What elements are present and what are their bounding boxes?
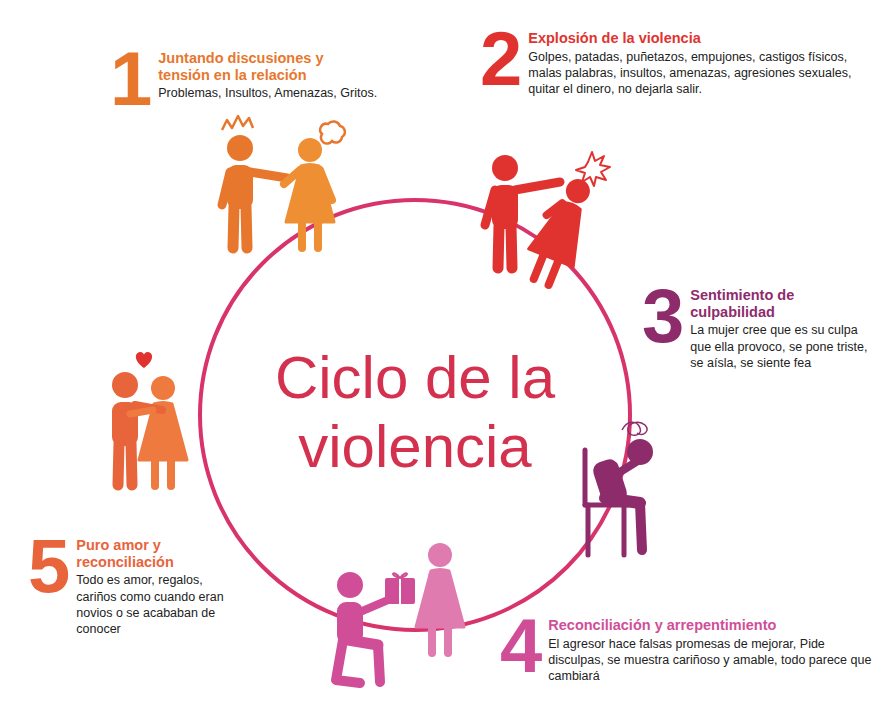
limb <box>444 627 452 653</box>
stage-text: Sentimiento de culpabilidadLa mujer cree… <box>690 285 882 371</box>
limb <box>515 182 560 190</box>
limb <box>250 172 287 178</box>
limb <box>298 222 306 248</box>
head <box>337 572 363 598</box>
limb <box>583 450 588 505</box>
limb <box>428 627 436 653</box>
stage-block: 1Juntando discusiones y tensión en la re… <box>110 48 378 110</box>
stage-body: Todo es amor, regalos, cariños como cuan… <box>76 572 228 637</box>
diagram-title: Ciclo de la violencia <box>250 343 580 481</box>
limb <box>233 206 234 248</box>
kneeling-apology <box>336 543 464 683</box>
stage-body: Problemas, Insultos, Amenazas, Gritos. <box>158 85 378 101</box>
head <box>627 439 653 465</box>
stage-block: 5Puro amor y reconciliaciónTodo es amor,… <box>28 535 228 637</box>
limb <box>378 645 380 682</box>
stage-number: 3 <box>642 285 684 347</box>
dress <box>529 196 595 267</box>
limb <box>620 462 636 472</box>
head <box>227 135 253 161</box>
dress <box>416 570 464 628</box>
anger-cloud <box>320 121 345 143</box>
limb <box>118 443 119 485</box>
hugging-couple <box>112 352 187 486</box>
stage-body: Golpes, patadas, puñetazos, empujones, c… <box>528 49 880 98</box>
stage-body: La mujer cree que es su culpa que ella p… <box>690 322 882 371</box>
limb <box>314 222 322 248</box>
sitting-figure <box>585 422 653 555</box>
head <box>428 543 452 567</box>
limb <box>360 600 388 612</box>
stage-text: Puro amor y reconciliaciónTodo es amor, … <box>76 535 228 637</box>
stage-number: 2 <box>480 28 522 90</box>
stage-body: El agresor hace falsas promesas de mejor… <box>548 636 880 685</box>
stage-heading: Puro amor y reconciliación <box>76 537 228 570</box>
limb <box>336 640 360 683</box>
limb <box>534 255 544 279</box>
stage-text: Juntando discusiones y tensión en la rel… <box>158 48 378 102</box>
limb <box>167 460 175 486</box>
stage-number: 1 <box>110 48 152 110</box>
heart <box>136 352 152 368</box>
stage-text: Reconciliación y arrepentimiento El agres… <box>548 615 880 684</box>
limb <box>246 206 247 248</box>
head <box>112 372 138 398</box>
limb <box>511 226 512 268</box>
stage-heading: Explosión de la violencia <box>528 30 880 47</box>
stage-number: 4 <box>500 615 542 677</box>
stage-block: 2Explosión de la violenciaGolpes, patada… <box>480 28 880 97</box>
dress <box>286 165 334 223</box>
limb <box>399 578 401 604</box>
stage-heading: Reconciliación y arrepentimiento <box>548 617 880 634</box>
stage-block: 4 Reconciliación y arrepentimiento El agre… <box>500 615 880 684</box>
limb <box>549 261 559 285</box>
limb <box>586 505 591 555</box>
stage-heading: Juntando discusiones y tensión en la rel… <box>158 50 378 83</box>
head <box>151 376 175 400</box>
limb <box>131 443 132 485</box>
worry-scribble <box>622 422 647 435</box>
hitting-figures <box>485 152 610 291</box>
stage-text: Explosión de la violenciaGolpes, patadas… <box>528 28 880 97</box>
victim <box>519 171 605 291</box>
impact-burst <box>576 152 610 186</box>
anger-mark <box>222 116 253 130</box>
stage-number: 5 <box>28 535 70 597</box>
head <box>492 155 518 181</box>
limb <box>151 460 159 486</box>
limb <box>622 505 627 555</box>
head <box>298 138 322 162</box>
limb <box>640 503 642 550</box>
limb <box>498 226 499 268</box>
stage-block: 3Sentimiento de culpabilidadLa mujer cre… <box>642 285 882 371</box>
limb <box>130 410 153 414</box>
arguing-couple <box>222 116 345 248</box>
stage-heading: Sentimiento de culpabilidad <box>690 287 882 320</box>
gift-box <box>385 578 415 604</box>
gift-bow <box>393 573 407 578</box>
limb <box>605 498 640 503</box>
